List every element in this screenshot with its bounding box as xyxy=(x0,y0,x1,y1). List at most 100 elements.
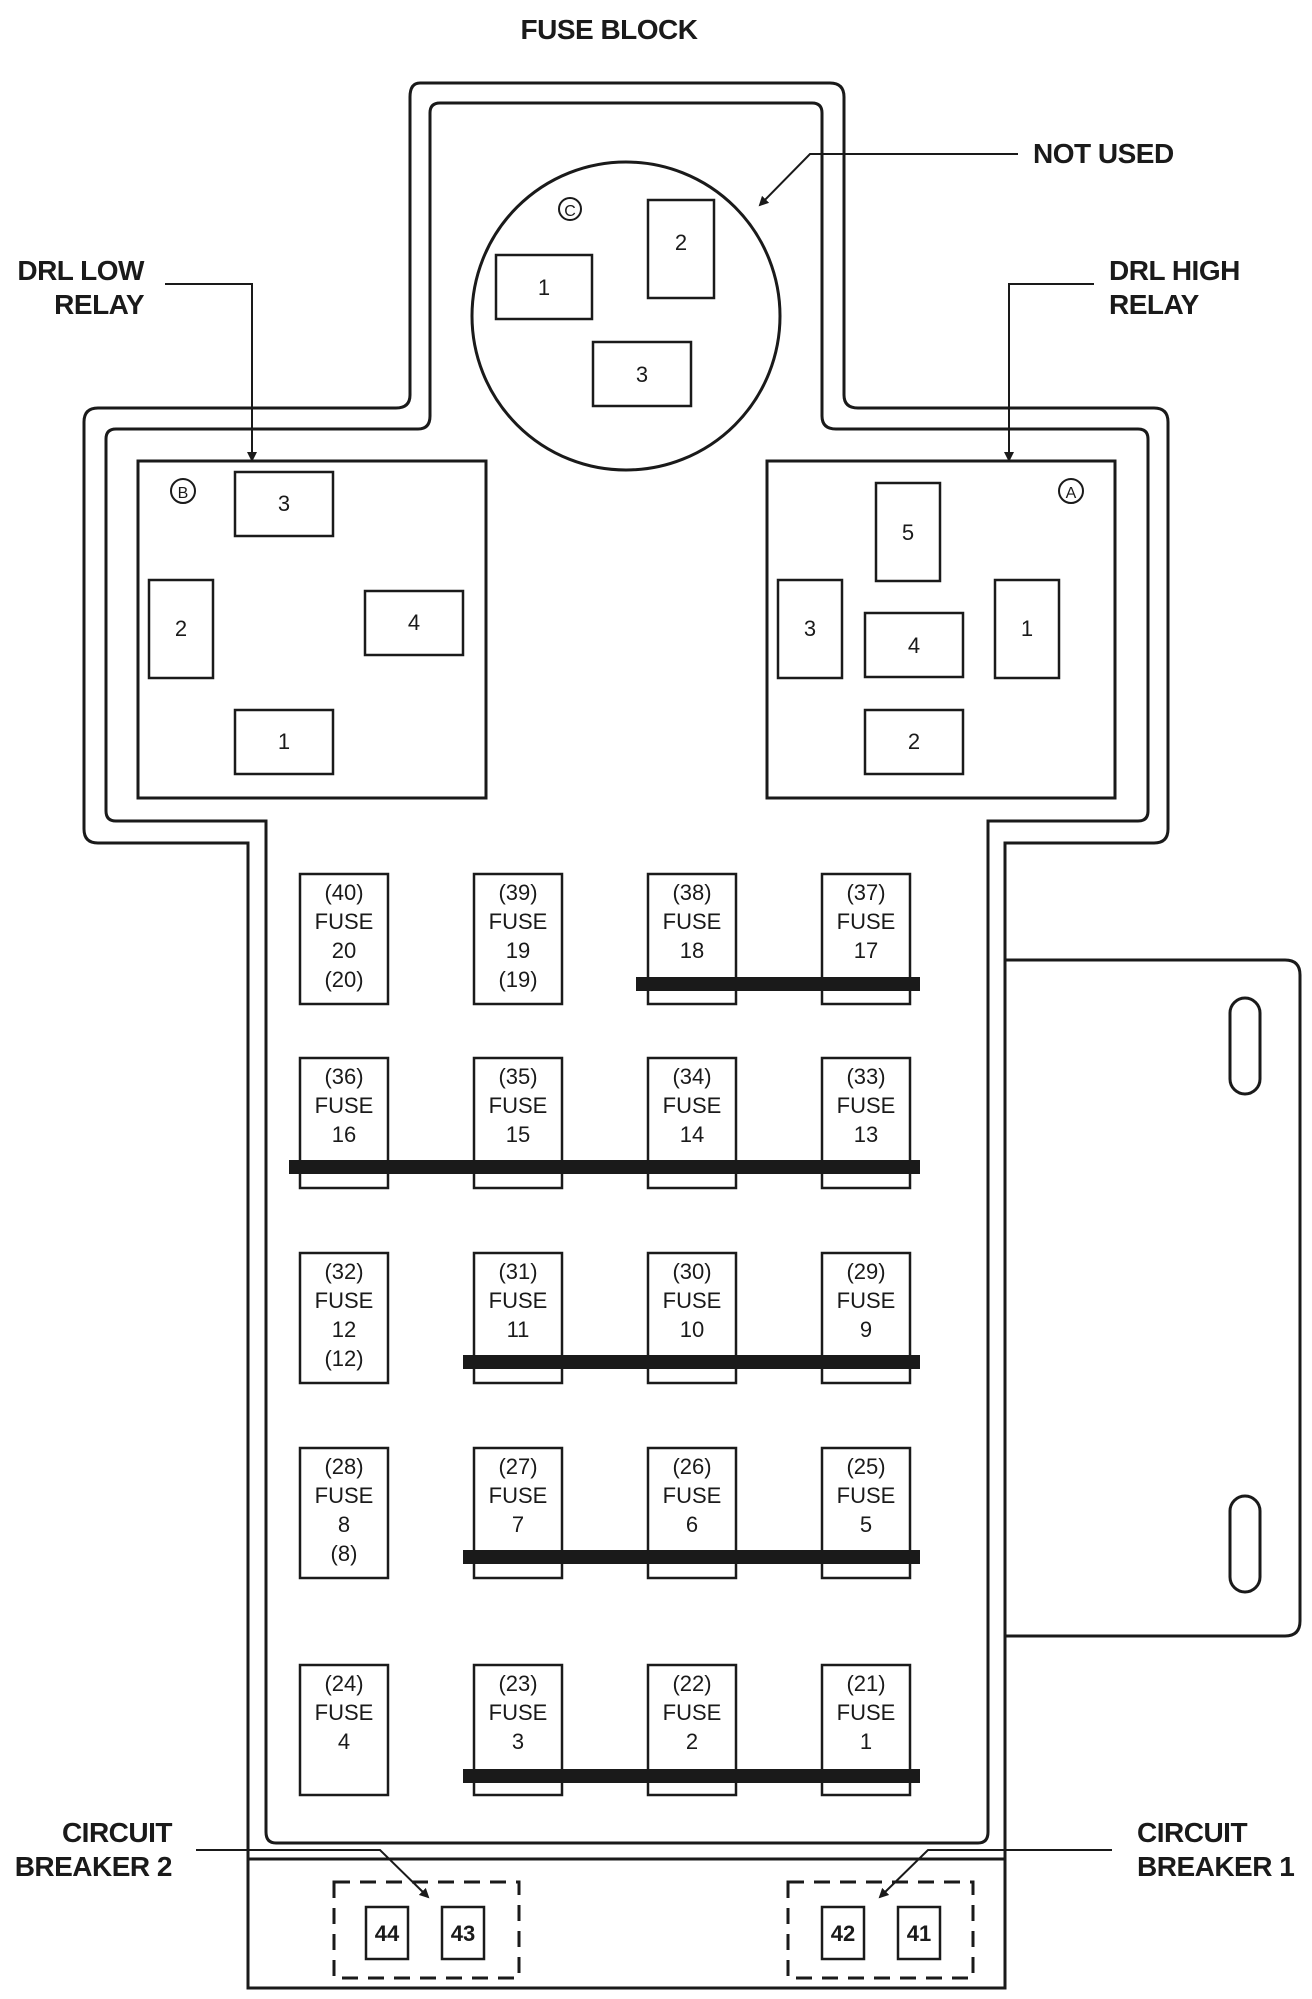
callout-cb2-leader xyxy=(196,1849,430,1899)
fuse-position-label: (23) xyxy=(498,1671,537,1696)
mounting-slot-bottom xyxy=(1228,1494,1262,1594)
fuse-position-label: (38) xyxy=(672,880,711,905)
callout-not-used: NOT USED xyxy=(1033,138,1174,169)
relay-a-letter: A xyxy=(1066,485,1077,502)
relay-c-letter: C xyxy=(564,203,576,220)
relay-c-slot-3 xyxy=(591,340,693,408)
fuse-position-label: (25) xyxy=(846,1454,885,1479)
fuse-type-label: FUSE xyxy=(489,1093,548,1118)
fuse-extra-label: (8) xyxy=(331,1541,358,1566)
fuse-type-label: FUSE xyxy=(315,1700,374,1725)
housing-outline-outer xyxy=(82,81,1170,1990)
relay-b-letter-circle xyxy=(170,478,196,504)
callout-not-used-leader xyxy=(758,153,1018,207)
fuse-type-label: FUSE xyxy=(315,1483,374,1508)
fuse-slot-outline xyxy=(298,1663,390,1797)
fuse-position-label: (29) xyxy=(846,1259,885,1284)
relay-a-slot-2-label: 2 xyxy=(908,729,920,754)
fuse-position-label: (36) xyxy=(324,1064,363,1089)
fuse-type-label: FUSE xyxy=(663,1093,722,1118)
fuse-number-label: 14 xyxy=(680,1122,704,1147)
bus-bar-row-5 xyxy=(463,1769,920,1783)
cb1-slot-41-label: 41 xyxy=(907,1921,931,1946)
relay-c-slot-1-label: 1 xyxy=(538,275,550,300)
fuse-number-label: 15 xyxy=(506,1122,530,1147)
fuse-position-label: (27) xyxy=(498,1454,537,1479)
callout-drl-low-line2: RELAY xyxy=(54,289,145,320)
fuse-number-label: 13 xyxy=(854,1122,878,1147)
relay-a-slot-4 xyxy=(863,611,965,679)
fuse-position-label: (33) xyxy=(846,1064,885,1089)
fuse-slot: (24) FUSE 4 xyxy=(298,1663,390,1797)
fuse-slot-outline xyxy=(298,1446,390,1580)
callout-drl-high-leader xyxy=(1004,283,1094,462)
mounting-slot-top xyxy=(1228,996,1262,1096)
relay-c-socket xyxy=(470,160,782,472)
fuse-number-label: 10 xyxy=(680,1317,704,1342)
relay-b-socket xyxy=(136,459,488,800)
fuse-number-label: 4 xyxy=(338,1729,350,1754)
fuse-number-label: 11 xyxy=(507,1317,530,1342)
callout-cb2-line2: BREAKER 2 xyxy=(15,1851,172,1882)
fuse-type-label: FUSE xyxy=(837,1288,896,1313)
relay-b: B 3 2 4 1 xyxy=(136,459,488,800)
relay-b-letter: B xyxy=(178,485,189,502)
fuse-number-label: 17 xyxy=(854,938,878,963)
relay-b-slot-4 xyxy=(363,589,465,657)
fuse-type-label: FUSE xyxy=(837,1093,896,1118)
relay-c: C 1 2 3 xyxy=(470,160,782,472)
fuse-number-label: 8 xyxy=(338,1512,350,1537)
fuse-position-label: (34) xyxy=(672,1064,711,1089)
relay-a-slot-2 xyxy=(863,708,965,776)
callout-cb1-line2: BREAKER 1 xyxy=(1137,1851,1294,1882)
relay-a-letter-circle xyxy=(1058,478,1084,504)
relay-a-slot-5-label: 5 xyxy=(902,520,914,545)
fuse-type-label: FUSE xyxy=(663,1288,722,1313)
fuse-type-label: FUSE xyxy=(489,909,548,934)
fuse-extra-label: (19) xyxy=(498,967,537,992)
fuse-extra-label: (12) xyxy=(324,1346,363,1371)
fuse-position-label: (21) xyxy=(846,1671,885,1696)
bus-bar-row-2 xyxy=(289,1160,920,1174)
bus-bar-row-3 xyxy=(463,1355,920,1369)
fuse-position-label: (28) xyxy=(324,1454,363,1479)
relay-a-slot-3-label: 3 xyxy=(804,616,816,641)
mounting-bracket xyxy=(1005,958,1302,1638)
relay-c-letter-circle xyxy=(558,197,582,221)
cb1-slot-42 xyxy=(820,1905,866,1961)
fuse-position-label: (30) xyxy=(672,1259,711,1284)
callout-cb2-line1: CIRCUIT xyxy=(62,1817,172,1848)
fuse-grid: (40)FUSE20(20)(39)FUSE19(19)(38)FUSE18(3… xyxy=(298,872,912,1797)
fuse-type-label: FUSE xyxy=(663,909,722,934)
circuit-breaker-2: 44 43 xyxy=(332,1880,521,1980)
fuse-number-label: 18 xyxy=(680,938,704,963)
fuse-type-label: FUSE xyxy=(663,1483,722,1508)
fuse-extra-label: (20) xyxy=(324,967,363,992)
relay-a: A 5 3 4 1 2 xyxy=(765,459,1117,800)
relay-b-slot-2 xyxy=(147,578,215,680)
bus-bar-row-4 xyxy=(463,1550,920,1564)
relay-a-slot-3 xyxy=(776,578,844,680)
fuse-position-label: (35) xyxy=(498,1064,537,1089)
fuse-position-label: (24) xyxy=(324,1671,363,1696)
circuit-breaker-2-outline xyxy=(332,1880,521,1980)
fuse-number-label: 20 xyxy=(332,938,356,963)
cb2-slot-43-label: 43 xyxy=(451,1921,475,1946)
callout-drl-high-line1: DRL HIGH xyxy=(1109,255,1240,286)
fuse-number-label: 3 xyxy=(512,1729,524,1754)
cb1-slot-41 xyxy=(896,1905,942,1961)
fuse-position-label: (39) xyxy=(498,880,537,905)
fuse-number-label: 7 xyxy=(512,1512,524,1537)
fuse-type-label: FUSE xyxy=(315,1093,374,1118)
fuse-number-label: 6 xyxy=(686,1512,698,1537)
fuse-type-label: FUSE xyxy=(315,1288,374,1313)
fuse-position-label: (37) xyxy=(846,880,885,905)
fuse-number-label: 9 xyxy=(860,1317,872,1342)
relay-a-slot-1 xyxy=(993,578,1061,680)
fuse-type-label: FUSE xyxy=(315,909,374,934)
fuse-position-label: (32) xyxy=(324,1259,363,1284)
relay-b-slot-4-label: 4 xyxy=(408,610,420,635)
fuse-position-label: (22) xyxy=(672,1671,711,1696)
